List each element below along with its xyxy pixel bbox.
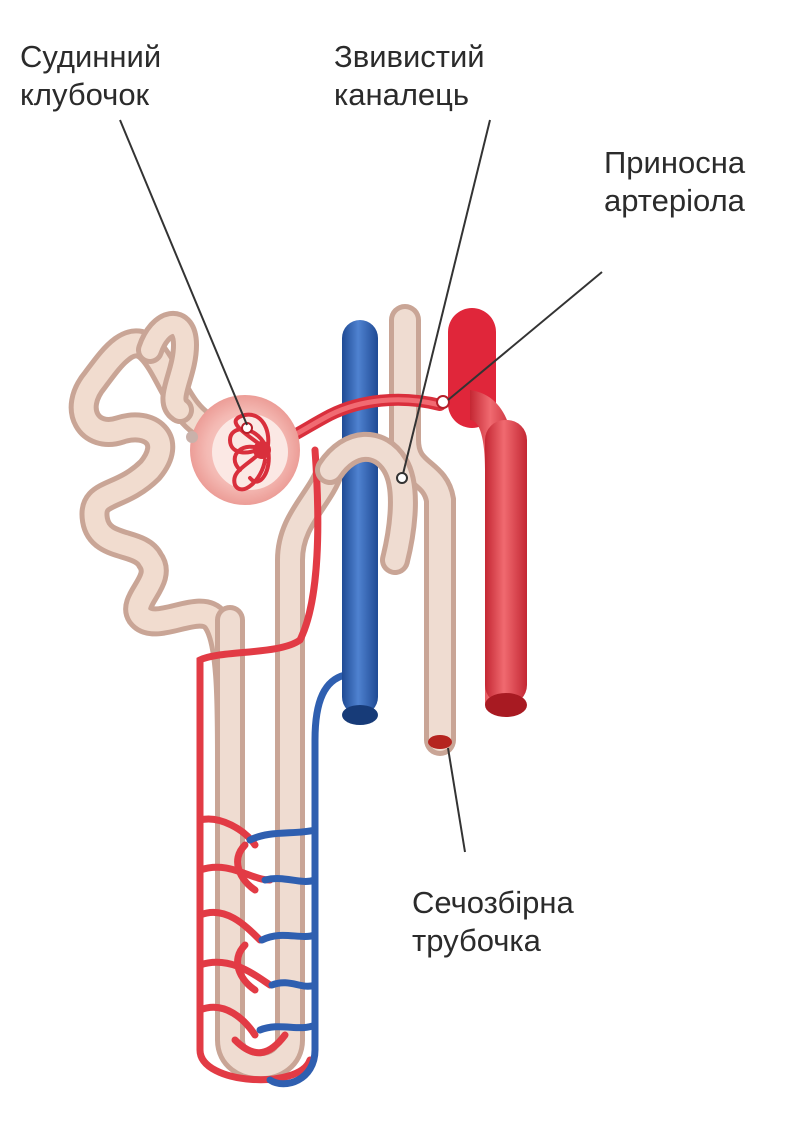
peritubular-capillaries-arterial [196,446,322,1084]
glomerulus [190,395,300,505]
label-collecting-duct: Сечозбірна трубочка [412,884,574,960]
renal-artery [448,308,527,717]
collecting-duct-opening [428,735,452,749]
collecting-duct [315,304,456,756]
label-convoluted-tubule: Звивистий каналець [334,38,485,114]
renal-vein [342,320,378,725]
leader-lines [119,119,603,853]
label-tubule-line2: каналець [334,77,470,112]
label-tubule-line1: Звивистий [334,39,485,74]
label-collecting-line1: Сечозбірна [412,885,574,920]
label-arteriole-line2: артеріола [604,183,745,218]
label-glomerulus: Судинний клубочок [20,38,161,114]
peritubular-capillaries-venous [246,671,349,1088]
leader-line-collecting-duct [447,747,466,853]
label-glomerulus-line2: клубочок [20,77,150,112]
tubule-pointer-dot [396,472,408,484]
macula-dot [186,431,198,443]
leader-line-glomerulus [119,119,248,426]
proximal-tubule [68,311,245,775]
leader-line-arteriole [447,271,603,401]
label-arteriole-line1: Приносна [604,145,746,180]
label-collecting-line2: трубочка [412,923,541,958]
leader-line-tubule [401,119,491,479]
label-afferent-arteriole: Приносна артеріола [604,144,745,220]
label-glomerulus-line1: Судинний [20,39,162,74]
arteriole-pointer-dot [436,395,450,409]
